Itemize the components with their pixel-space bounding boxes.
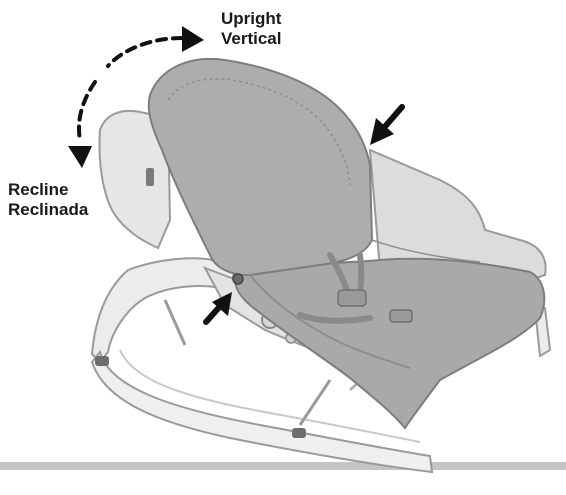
floor-line <box>0 462 566 470</box>
recline-label-english: Recline <box>8 180 88 200</box>
upright-label-spanish: Vertical <box>221 29 282 49</box>
backrest-latch <box>146 168 154 186</box>
recline-button <box>233 274 243 284</box>
recline-label-spanish: Reclinada <box>8 200 88 220</box>
upright-label-english: Upright <box>221 9 282 29</box>
pointer-arrow-upper <box>370 107 402 145</box>
upright-label: Upright Vertical <box>221 9 282 49</box>
pointer-arrow-lower <box>206 292 232 322</box>
arrowhead-upright <box>182 26 204 52</box>
recline-label: Recline Reclinada <box>8 180 88 220</box>
arrowhead-recline <box>68 146 92 168</box>
